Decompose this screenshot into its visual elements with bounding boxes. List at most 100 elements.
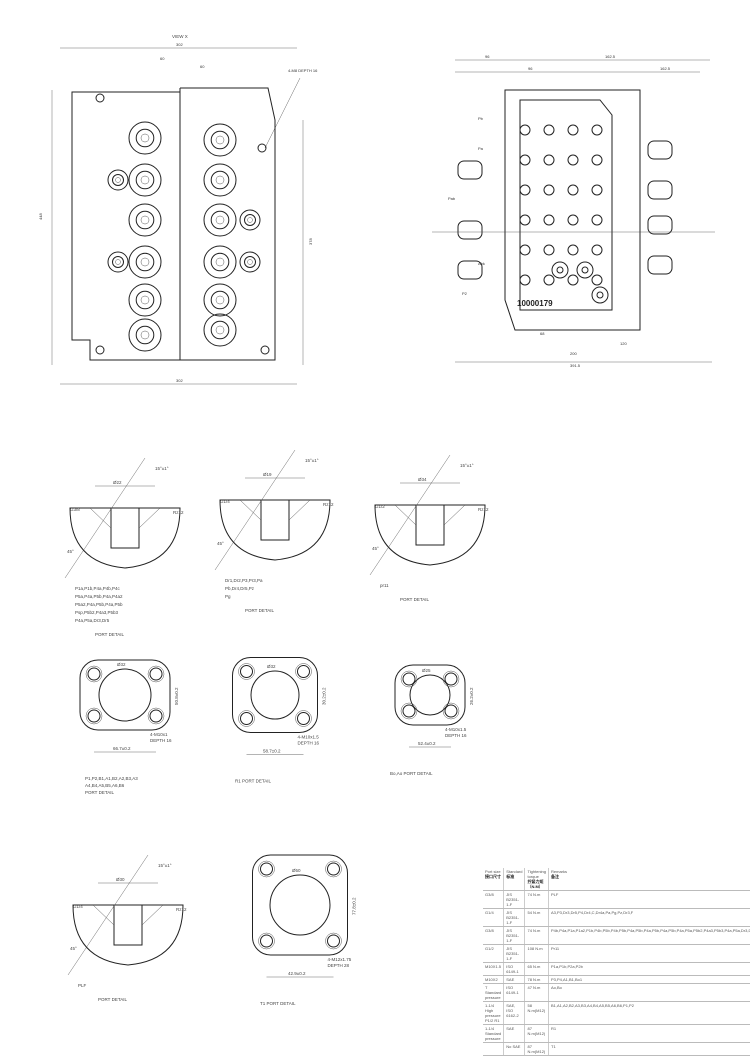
table-cell: R1 (549, 1025, 750, 1043)
port-boss (108, 170, 128, 190)
port-list: Pg (225, 594, 231, 599)
bolt-hole (298, 666, 310, 678)
dim-label: 391.5 (570, 363, 581, 368)
port-boss (129, 164, 161, 196)
port-hole (568, 215, 578, 225)
port-hole (568, 245, 578, 255)
dim-label: 162.5 (605, 54, 616, 59)
header-en: Tightening torque (527, 869, 546, 879)
table-cell: 1-1/4 High pressure P1/2 R1 (483, 1002, 504, 1025)
horizontal-dim: 66.7±0.2 (113, 746, 131, 751)
vertical-dim: 77.8±0.2 (352, 897, 357, 915)
horizontal-dim: 42.9±0.2 (288, 971, 306, 976)
table-cell: Pr11 (549, 945, 750, 963)
port-boss (204, 314, 236, 346)
port-hole (520, 185, 530, 195)
detail-title: PORT DETAIL (245, 608, 275, 613)
valve-cap (648, 141, 672, 159)
port-boss (129, 319, 161, 351)
table-cell: PLF (549, 891, 750, 909)
port-boss (204, 204, 236, 236)
table-cell: SAE (504, 976, 525, 984)
horizontal-dim: 58.7±0.2 (263, 749, 281, 754)
detail-title: PORT DETAIL (85, 790, 115, 795)
dim-bottom-width: 302 (176, 378, 183, 383)
table-cell: A3,P3,Dr3,Dr5,P4,Dr4,C,Dr4a,Pa,Pg,Pz,Dr3… (549, 909, 750, 927)
view-title: VIEW X (172, 34, 188, 39)
port-hole (592, 245, 602, 255)
detail-title: PORT DETAIL (95, 632, 125, 637)
roughness-dim: Rz12 (323, 502, 334, 507)
port-list: P1,P2,B1,A1,B2,A2,B3,A3 (85, 776, 138, 781)
port-list: Pb,Dr4,Dr5,Pz (225, 586, 255, 591)
view-side: 96 96 162.5 162.5 68 200 120 391.5 10000… (432, 54, 715, 368)
port-boss (240, 252, 260, 272)
depth-callout: DEPTH 16 (298, 741, 320, 746)
dim-label: 60 (160, 56, 165, 61)
port-bosses (96, 94, 269, 354)
threaded-port-detail: G1/4Ø1915°±1°Rz1245°Dr1,Dr2,P3,Pr3,PaPb,… (215, 450, 334, 613)
valve-cap (648, 181, 672, 199)
table-cell: G3/8 (483, 927, 504, 945)
port-hole (568, 125, 578, 135)
bolt-hole (328, 863, 340, 875)
thread-size: G1/4 (220, 499, 230, 504)
port-hole (592, 185, 602, 195)
port-list: R1 PORT DETAIL (235, 779, 272, 784)
port-boss (204, 164, 236, 196)
table-cell: No SAE (504, 1043, 525, 1056)
table-cell: SAE (504, 1025, 525, 1043)
thread-size: G1/4 (73, 904, 83, 909)
port-list: T1 PORT DETAIL (260, 1001, 296, 1006)
port-list: P5a,P4a,P5b,P4a,P4a2 (75, 594, 123, 599)
angle-dim: 15°±1° (158, 863, 172, 868)
thread-callout: 4-M10x1.5 (298, 735, 320, 740)
table-cell: JIS B2351-1-F (504, 945, 525, 963)
port-details: G3/8Ø2215°±1°Rz1245°P1a,P1b,P4a,P4b,P4cP… (65, 450, 489, 1006)
port-hole (592, 155, 602, 165)
diameter-dim: Ø32 (117, 662, 126, 667)
port-list: P4a,P5a,Dr3,Dr5 (75, 618, 110, 623)
header-cn: 标准 (506, 874, 522, 879)
bolt-hole (403, 705, 415, 717)
threaded-port-detail: G3/8Ø2215°±1°Rz1245°P1a,P1b,P4a,P4b,P4cP… (65, 458, 184, 637)
thread-size: G3/8 (70, 507, 80, 512)
thread-callout: 4-M10x1.5 (445, 727, 467, 732)
port-label: Pab (448, 196, 456, 201)
bolt-hole (298, 713, 310, 725)
table-cell: 78 N.m (525, 976, 549, 984)
table-cell: ISO 6149-1 (504, 984, 525, 1002)
port-list: pr11 (380, 583, 389, 588)
port-hole (568, 185, 578, 195)
table-cell: JIS B2351-1-F (504, 891, 525, 909)
port-label: Abk (478, 261, 485, 266)
port-hole (520, 125, 530, 135)
bolt-hole (261, 863, 273, 875)
table-cell: 108 N.m (525, 945, 549, 963)
table-cell: 87 N.m(M12) (525, 1043, 549, 1056)
mount-hole (96, 94, 104, 102)
chamfer-dim: 45° (372, 546, 379, 551)
port-hole (592, 215, 602, 225)
port-boss (240, 210, 260, 230)
mount-hole (258, 144, 266, 152)
diameter-dim: Ø50 (292, 868, 301, 873)
roughness-dim: Rz12 (176, 907, 187, 912)
port-boss (129, 204, 161, 236)
thread-callout: 4-M12x1.75 (328, 957, 352, 962)
table-cell: 54 N.m (525, 909, 549, 927)
table-cell: JIS B2351-1-F (504, 909, 525, 927)
vertical-dim: 50.8±0.2 (174, 687, 179, 705)
port-hole (592, 125, 602, 135)
port-label: P2 (462, 291, 468, 296)
